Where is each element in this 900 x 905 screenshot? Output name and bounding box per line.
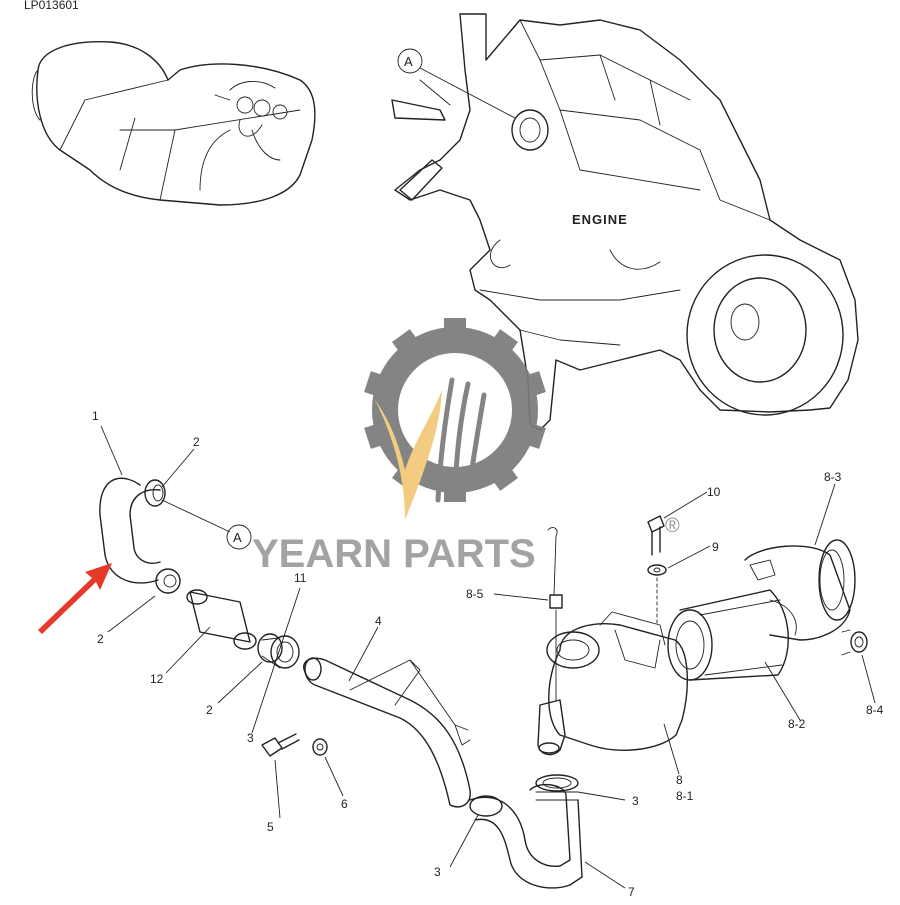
callout-2-top: 2 (193, 435, 200, 449)
engine-label: ENGINE (572, 212, 628, 227)
watermark-registered: ® (665, 515, 680, 537)
reference-marker-engine-label: A (404, 54, 413, 69)
pipe-12 (186, 589, 257, 650)
callout-8-1: 8-1 (676, 789, 694, 803)
callout-5: 5 (267, 820, 274, 834)
callout-8-5: 8-5 (466, 587, 484, 601)
filter-element-8-2 (667, 589, 789, 681)
washer-9 (647, 564, 667, 626)
machine-overview-inset (31, 41, 316, 206)
gear-tooth (444, 318, 466, 342)
callout-2-left: 2 (97, 632, 104, 646)
callout-2-mid: 2 (206, 703, 213, 717)
drawing-code: LP013601 (24, 0, 79, 12)
callout-12: 12 (150, 672, 164, 686)
pipe-4 (303, 657, 471, 808)
leader-lines (100, 425, 876, 889)
callout-1: 1 (92, 409, 99, 423)
bolt-10 (647, 515, 665, 556)
highlight-arrow (38, 563, 112, 634)
callout-10: 10 (707, 485, 721, 499)
callout-3-low: 3 (434, 865, 441, 879)
reference-marker-hose: A (226, 524, 252, 550)
gear-tooth (392, 329, 424, 362)
hose-7 (469, 774, 583, 889)
washer-6 (312, 738, 328, 756)
indicator-8-5 (547, 527, 563, 701)
callout-6: 6 (341, 797, 348, 811)
callout-9: 9 (712, 540, 719, 554)
callout-8-2: 8-2 (788, 717, 806, 731)
callout-labels: 1 2 2 2 3 3 3 4 5 6 7 8 8-1 8-2 8-3 8-4 … (92, 409, 884, 899)
air-cleaner-body (537, 611, 689, 756)
hose-1 (99, 477, 231, 594)
reference-marker-hose-label: A (233, 530, 242, 545)
callout-3-right: 3 (632, 794, 639, 808)
callout-8-3: 8-3 (824, 470, 842, 484)
gear-tooth (516, 371, 546, 400)
callout-8: 8 (676, 773, 683, 787)
gear-tooth (516, 420, 546, 449)
engine: ENGINE (391, 13, 859, 431)
callout-8-4: 8-4 (866, 703, 884, 717)
reference-marker-engine: A (397, 48, 516, 119)
callout-7: 7 (628, 885, 635, 899)
leaf-icon (375, 390, 442, 520)
bolt-5 (261, 733, 300, 757)
cover-8-3 (744, 539, 856, 641)
watermark-logo: YEARN PARTS ® (252, 318, 680, 576)
watermark-brand: YEARN PARTS (252, 532, 536, 576)
wing-nut-8-4 (841, 629, 868, 656)
callout-4: 4 (375, 614, 382, 628)
gear-tooth (486, 329, 518, 362)
hose-11 (257, 633, 300, 669)
callout-3-mid: 3 (247, 731, 254, 745)
gear-tooth (364, 420, 394, 449)
callout-11: 11 (294, 571, 307, 585)
gear-tooth (486, 458, 518, 491)
gear-tooth (364, 371, 394, 400)
